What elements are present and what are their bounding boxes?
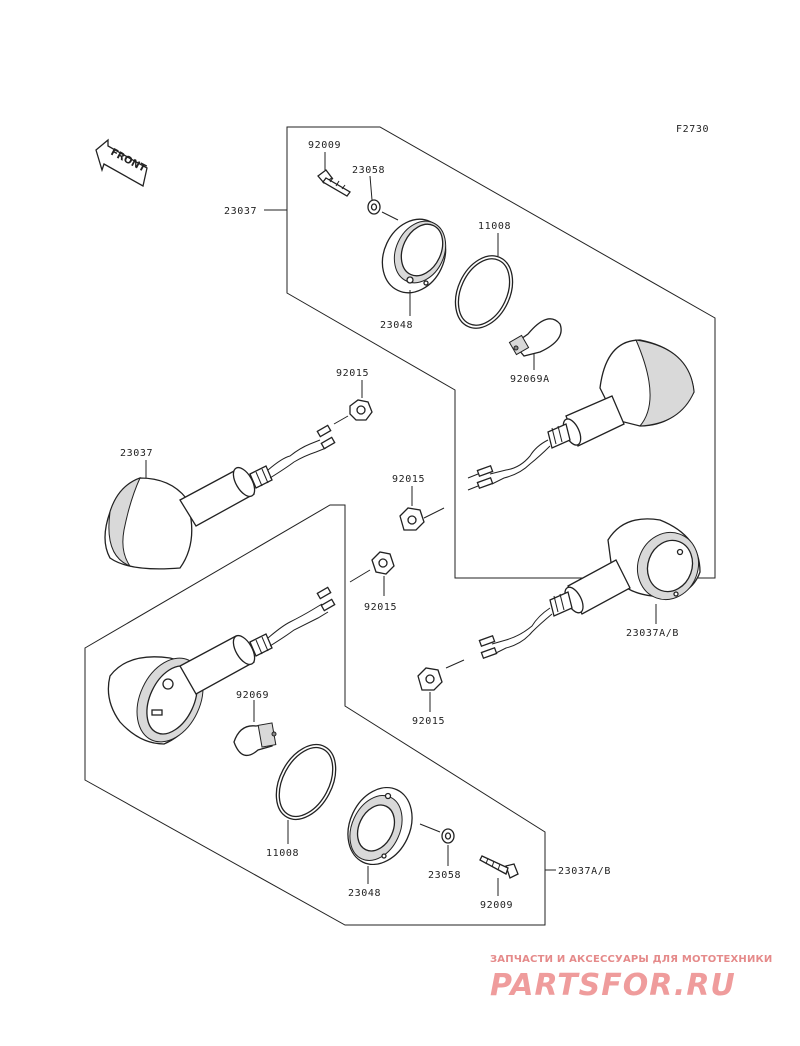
callout-assy-bottom: 23037A/B [558, 866, 611, 877]
lens-23048-top [381, 218, 447, 294]
figure-code: F2730 [676, 124, 709, 135]
turn-signal-lower-left [107, 586, 336, 745]
nut-92015-mid-lower [371, 551, 395, 575]
callout-bulb-top: 92069A [510, 374, 550, 385]
callout-lens-top: 23048 [380, 320, 413, 331]
callout-lens-bottom: 23048 [348, 888, 381, 899]
callout-screw-bottom: 92009 [480, 900, 513, 911]
bulb-92069-bottom [233, 722, 277, 757]
nut-23058-top [367, 199, 381, 215]
callout-bulb-bottom: 92069 [236, 690, 269, 701]
callout-assy-top: 23037 [224, 206, 257, 217]
lower-assembly-outline [84, 504, 546, 926]
callout-nut-mid-lower: 92015 [364, 602, 397, 613]
callout-nut-top: 23058 [352, 165, 385, 176]
front-arrow-icon: FRONT [95, 138, 148, 187]
screw-92009-bottom [479, 855, 519, 879]
callout-nut-right: 92015 [412, 716, 445, 727]
nut-23058-bottom [441, 828, 455, 844]
bulb-92069A-top [508, 318, 562, 357]
callout-ring-top: 11008 [478, 221, 511, 232]
turn-signal-upper-right [467, 339, 695, 491]
lens-23048-bottom [347, 786, 413, 866]
nut-92015-right [417, 667, 443, 691]
seal-ring-11008-top [454, 255, 514, 329]
watermark-tagline: ЗАПЧАСТИ И АКСЕССУАРЫ ДЛЯ МОТОТЕХНИКИ [490, 954, 773, 965]
nut-92015-left [349, 399, 373, 421]
callout-nut-left: 92015 [336, 368, 369, 379]
turn-signal-upper-left [104, 424, 336, 570]
watermark: ЗАПЧАСТИ И АКСЕССУАРЫ ДЛЯ МОТОТЕХНИКИ PA… [490, 954, 773, 1003]
callout-screw-top: 92009 [308, 140, 341, 151]
seal-ring-11008-bottom [275, 743, 337, 821]
callout-nut-mid-upper: 92015 [392, 474, 425, 485]
turn-signal-lower-right [478, 518, 701, 660]
callout-nut-bottom: 23058 [428, 870, 461, 881]
callout-ring-bottom: 11008 [266, 848, 299, 859]
watermark-brand: PARTSFOR.RU [490, 968, 736, 1003]
screw-92009-top [317, 169, 351, 197]
callout-assy-right: 23037A/B [626, 628, 679, 639]
nut-92015-mid-upper [399, 507, 425, 531]
callout-assy-left: 23037 [120, 448, 153, 459]
